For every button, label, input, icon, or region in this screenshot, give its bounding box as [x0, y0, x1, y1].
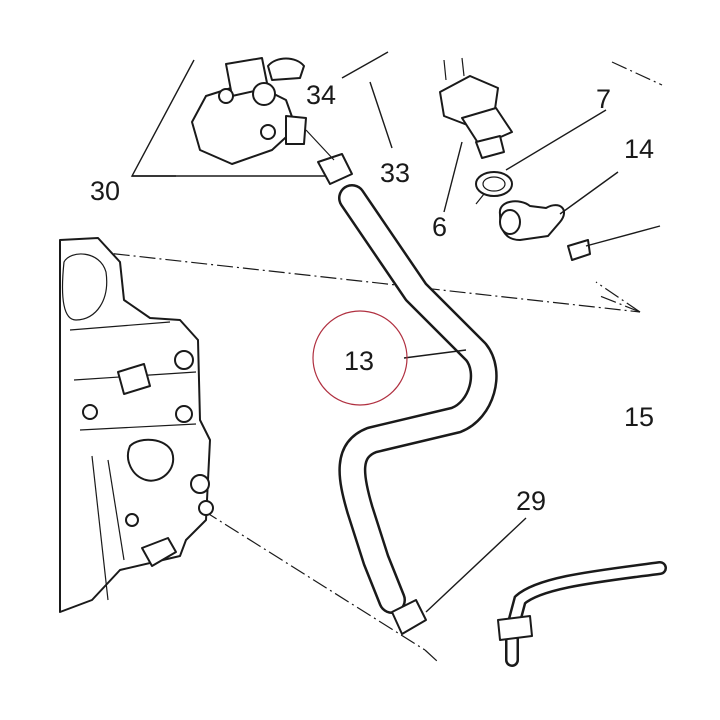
- coolant-pipe: [497, 561, 667, 667]
- callout-7: 7: [596, 84, 611, 114]
- leader-lines: [130, 51, 661, 613]
- callout-29: 29: [516, 486, 546, 516]
- callout-34: 34: [306, 80, 336, 110]
- hose-clamp: [475, 171, 513, 205]
- breather-hose: [338, 184, 498, 635]
- callout-30: 30: [90, 176, 120, 206]
- callout-6: 6: [432, 212, 447, 242]
- callout-14: 14: [624, 134, 654, 164]
- valve-assembly: [191, 57, 353, 185]
- callout-33: 33: [380, 158, 410, 188]
- callout-15: 15: [624, 402, 654, 432]
- highlight-circle: [312, 310, 408, 406]
- sensor-connector: [439, 57, 513, 159]
- callout-13: 13: [344, 346, 374, 376]
- elbow-fitting: [498, 200, 591, 261]
- engine-block: [59, 237, 214, 613]
